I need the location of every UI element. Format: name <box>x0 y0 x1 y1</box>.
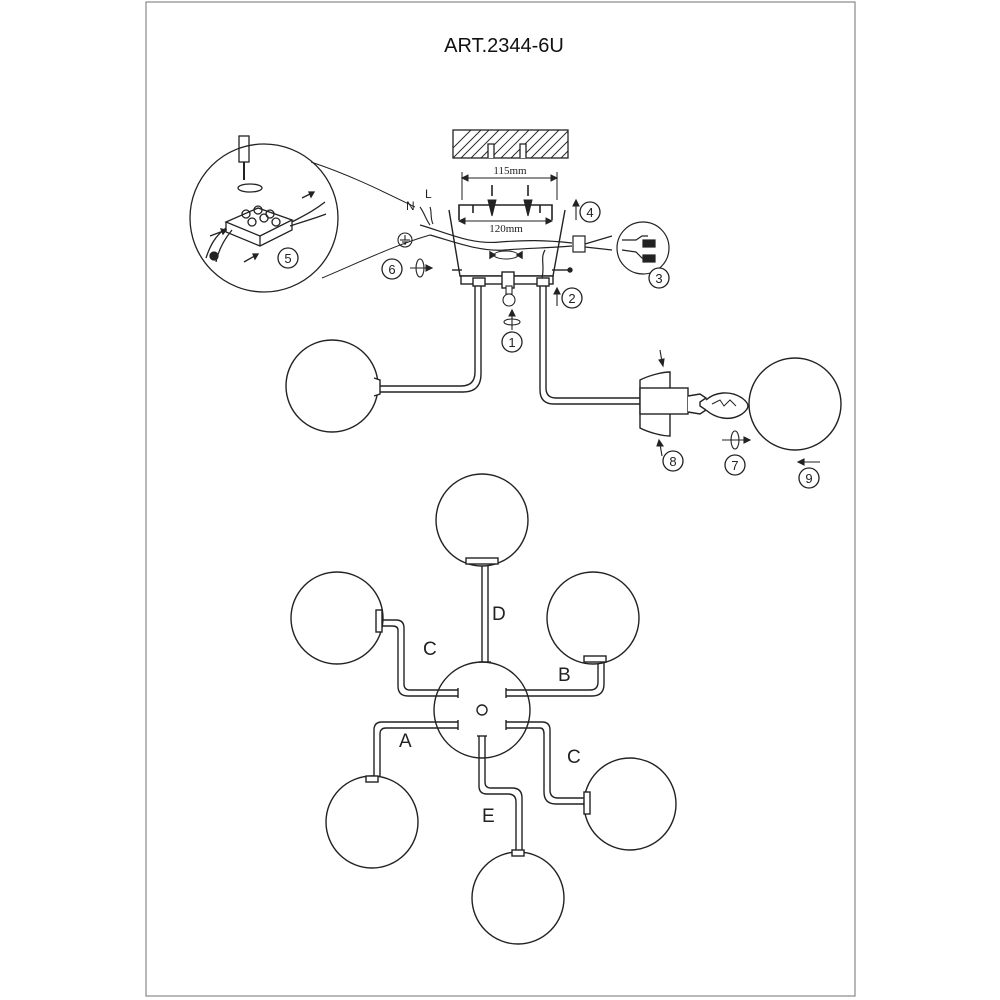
globe-c-left <box>290 571 384 665</box>
wire-live-label: L <box>425 187 432 201</box>
arm-right-exploded <box>539 286 842 451</box>
step-arrows <box>410 198 820 466</box>
globe-c-right <box>583 757 677 851</box>
globe-d <box>435 473 529 567</box>
connector-detail <box>616 221 670 275</box>
arm-label-c-left: C <box>423 639 437 660</box>
step-6: 6 <box>388 262 395 277</box>
step-8: 8 <box>669 454 676 469</box>
dimension-115-label: 115mm <box>493 165 527 177</box>
arm-label-c-right: C <box>567 747 581 768</box>
ceiling <box>452 129 569 159</box>
step-1: 1 <box>508 335 515 350</box>
globe-e <box>471 851 565 945</box>
dimension-120 <box>457 217 554 225</box>
connector-block <box>572 235 613 253</box>
page-frame <box>145 1 856 997</box>
globe-b <box>546 571 640 665</box>
globe-a <box>325 775 419 869</box>
mounting-bracket <box>458 204 553 220</box>
screws <box>487 185 533 217</box>
canopy <box>419 209 573 289</box>
terminal-block-detail <box>189 135 431 293</box>
supply-wires <box>419 206 434 226</box>
arm-label-e: E <box>482 806 495 827</box>
step-4: 4 <box>586 205 593 220</box>
diagram-title: ART.2344-6U <box>444 35 564 57</box>
step-5: 5 <box>284 251 291 266</box>
arm-label-a: A <box>399 731 412 752</box>
mini-bulb <box>502 285 516 307</box>
arm-label-b: B <box>558 665 571 686</box>
step-9: 9 <box>805 471 812 486</box>
step-3: 3 <box>655 271 662 286</box>
step-7: 7 <box>731 458 738 473</box>
dimension-120-label: 120mm <box>489 223 523 235</box>
chandelier-top-view <box>290 473 677 945</box>
step-markers <box>277 201 820 489</box>
earth-icon <box>397 232 413 248</box>
central-hub <box>433 661 531 759</box>
wire-neutral-label: N <box>406 199 415 213</box>
arm-left-exploded <box>285 286 482 433</box>
arm-label-d: D <box>492 604 506 625</box>
step-2: 2 <box>568 291 575 306</box>
dimension-115 <box>460 172 559 200</box>
